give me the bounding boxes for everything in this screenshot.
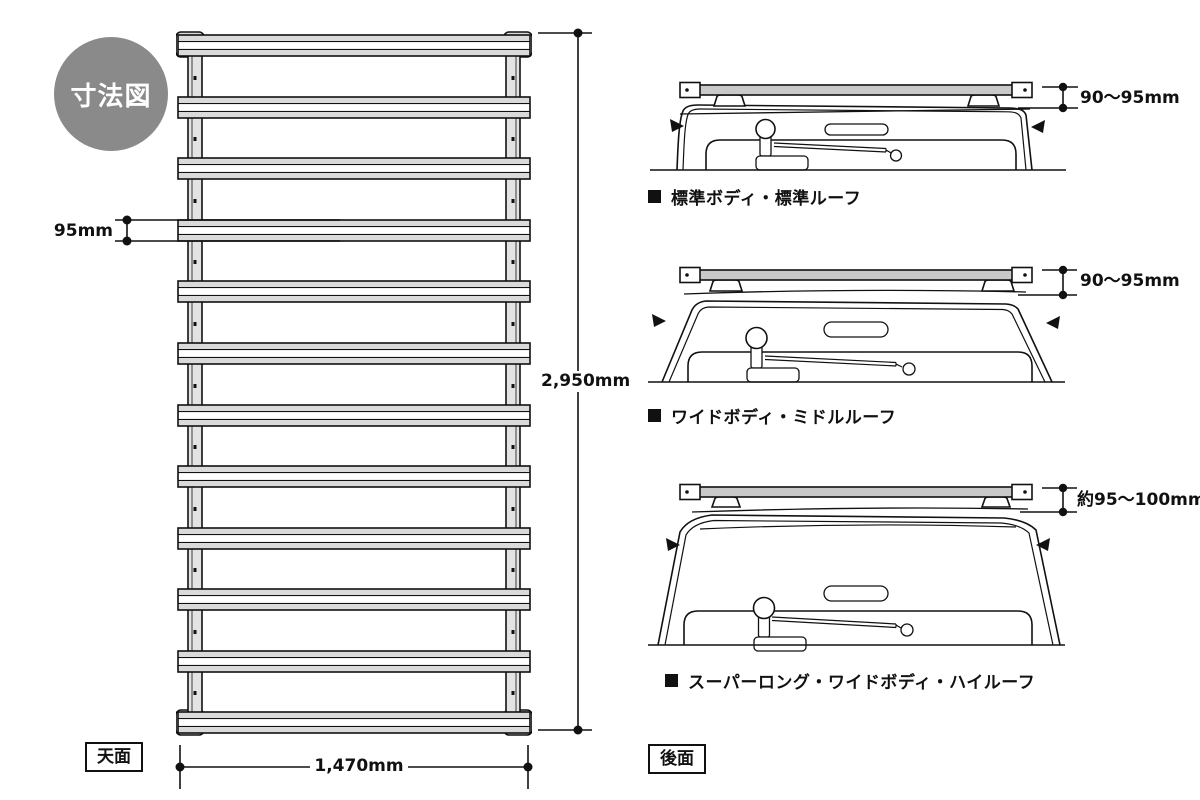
rear-view-standard-roof-drawing — [650, 81, 1078, 171]
top-view-rack-drawing — [176, 31, 532, 736]
rack-crossbars — [177, 34, 531, 734]
gutter-clamp-arrow — [1031, 120, 1045, 133]
rear-view-caption: 後面 — [648, 744, 706, 775]
clearance-label-standard: 90〜95mm — [1080, 88, 1180, 108]
variant-row-standard: 標準ボディ・標準ルーフ — [648, 186, 862, 209]
gutter-clamp-arrow — [666, 538, 680, 551]
rack-side-rails — [187, 38, 521, 730]
dim-bar-width-label: 95mm — [53, 221, 113, 241]
gutter-clamp-arrow — [670, 119, 684, 132]
gutter-clamp-arrow — [1036, 538, 1050, 551]
variant-row-middle: ワイドボディ・ミドルルーフ — [648, 405, 897, 428]
section-bullet-icon — [648, 189, 661, 203]
variant-label-standard: 標準ボディ・標準ルーフ — [671, 188, 862, 209]
variant-label-high: スーパーロング・ワイドボディ・ハイルーフ — [688, 672, 1036, 693]
diagram-badge: 寸法図 — [54, 37, 168, 151]
gutter-clamp-arrow — [652, 314, 666, 327]
diagram-badge-label: 寸法図 — [70, 81, 152, 112]
clearance-label-middle: 90〜95mm — [1080, 271, 1180, 291]
variant-row-high: スーパーロング・ワイドボディ・ハイルーフ — [665, 670, 1036, 693]
top-view-caption: 天面 — [85, 742, 143, 773]
section-bullet-icon — [665, 673, 678, 687]
dim-length-label: 2,950mm — [537, 371, 630, 392]
rear-view-high-roof-drawing — [648, 483, 1077, 652]
clearance-label-high: 約95〜100mm — [1077, 490, 1200, 510]
dim-95mm-lines — [115, 215, 340, 246]
rear-view-middle-roof-drawing — [648, 265, 1077, 383]
gutter-clamp-arrow — [1046, 316, 1060, 329]
dim-width-label: 1,470mm — [310, 756, 408, 777]
variant-label-middle: ワイドボディ・ミドルルーフ — [671, 407, 897, 428]
section-bullet-icon — [648, 408, 661, 422]
